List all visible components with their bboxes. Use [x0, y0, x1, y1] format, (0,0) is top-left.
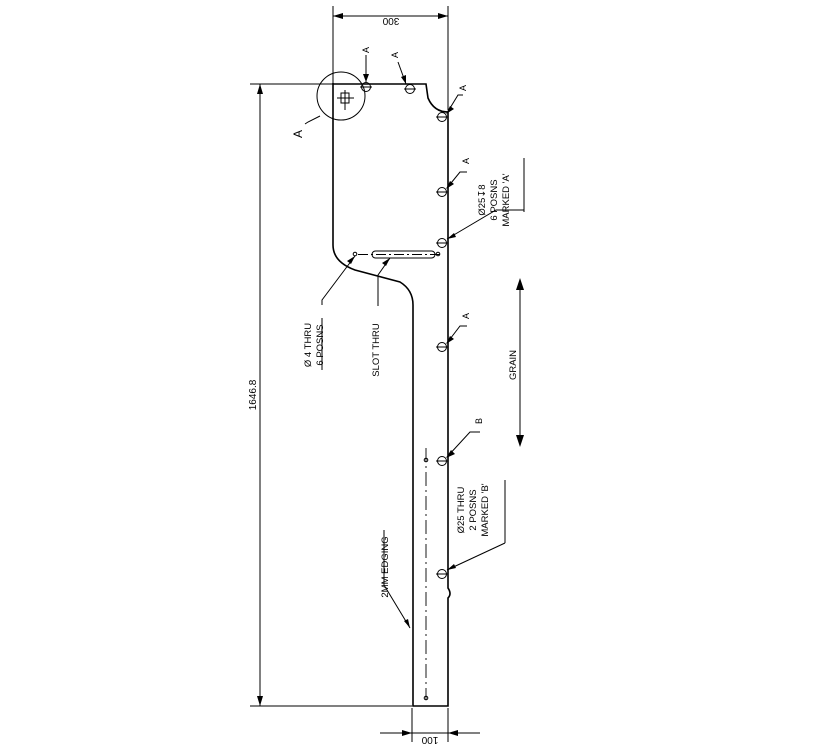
note-holes-line1: Ø 4 THRU — [303, 323, 314, 367]
grain-label: GRAIN — [508, 350, 519, 380]
note-a-line3: MARKED 'A' — [501, 173, 512, 226]
dimension-overall-length: 1646.8 — [248, 83, 412, 707]
hole-b-1: B — [436, 418, 484, 466]
hole-a-top-1-label: A — [361, 47, 371, 53]
grain-arrow: GRAIN — [508, 278, 524, 447]
note-holes-b: Ø25 THRU 2 POSNS MARKED 'B' — [456, 483, 491, 536]
dimension-top-width-text: 300 — [382, 15, 399, 26]
dimension-bottom-width: 100 — [380, 708, 480, 745]
hole-a-right-4-label: A — [461, 313, 471, 319]
note-small-holes: Ø 4 THRU 6 POSNS — [303, 323, 326, 367]
dimension-top-width: 300 — [332, 6, 449, 110]
note-a-line2: 6 POSNS — [489, 179, 500, 220]
note-holes-a: Ø25↧8 6 POSNS MARKED 'A' — [477, 173, 512, 226]
dimension-bottom-width-text: 100 — [421, 734, 438, 745]
note-b-line3: MARKED 'B' — [480, 483, 491, 536]
hole-a-right-4: A — [436, 313, 471, 352]
hole-a-top-2: A — [390, 52, 416, 94]
note-a-line1: Ø25↧8 — [477, 184, 488, 215]
note-b-line2: 2 POSNS — [468, 489, 479, 530]
note-holes-line2: 6 POSNS — [315, 324, 326, 365]
note-b-line1: Ø25 THRU — [456, 486, 467, 533]
hole-a-right-1: A — [436, 85, 468, 122]
part-outline — [332, 83, 451, 707]
hole-a-top-2-label: A — [390, 52, 400, 58]
drill-holes-small — [321, 251, 441, 701]
hole-b-label: B — [474, 418, 484, 424]
slot-thru: SLOT THRU — [358, 250, 442, 377]
dimension-overall-length-text: 1646.8 — [248, 379, 259, 410]
hole-a-right-2-label: A — [461, 158, 471, 164]
hole-a-right-2: A — [436, 158, 471, 197]
hole-a-right-3 — [436, 209, 524, 248]
note-edging-text: 2MM EDGING — [380, 536, 391, 597]
note-edging: 2MM EDGING — [380, 530, 411, 629]
detail-a-label: A — [291, 130, 305, 138]
hole-b-2 — [436, 542, 506, 579]
hole-a-right-1-label: A — [458, 85, 468, 91]
note-slot: SLOT THRU — [371, 323, 382, 377]
hole-a-top-1: A — [360, 47, 372, 92]
detail-a-callout: A — [291, 71, 366, 138]
